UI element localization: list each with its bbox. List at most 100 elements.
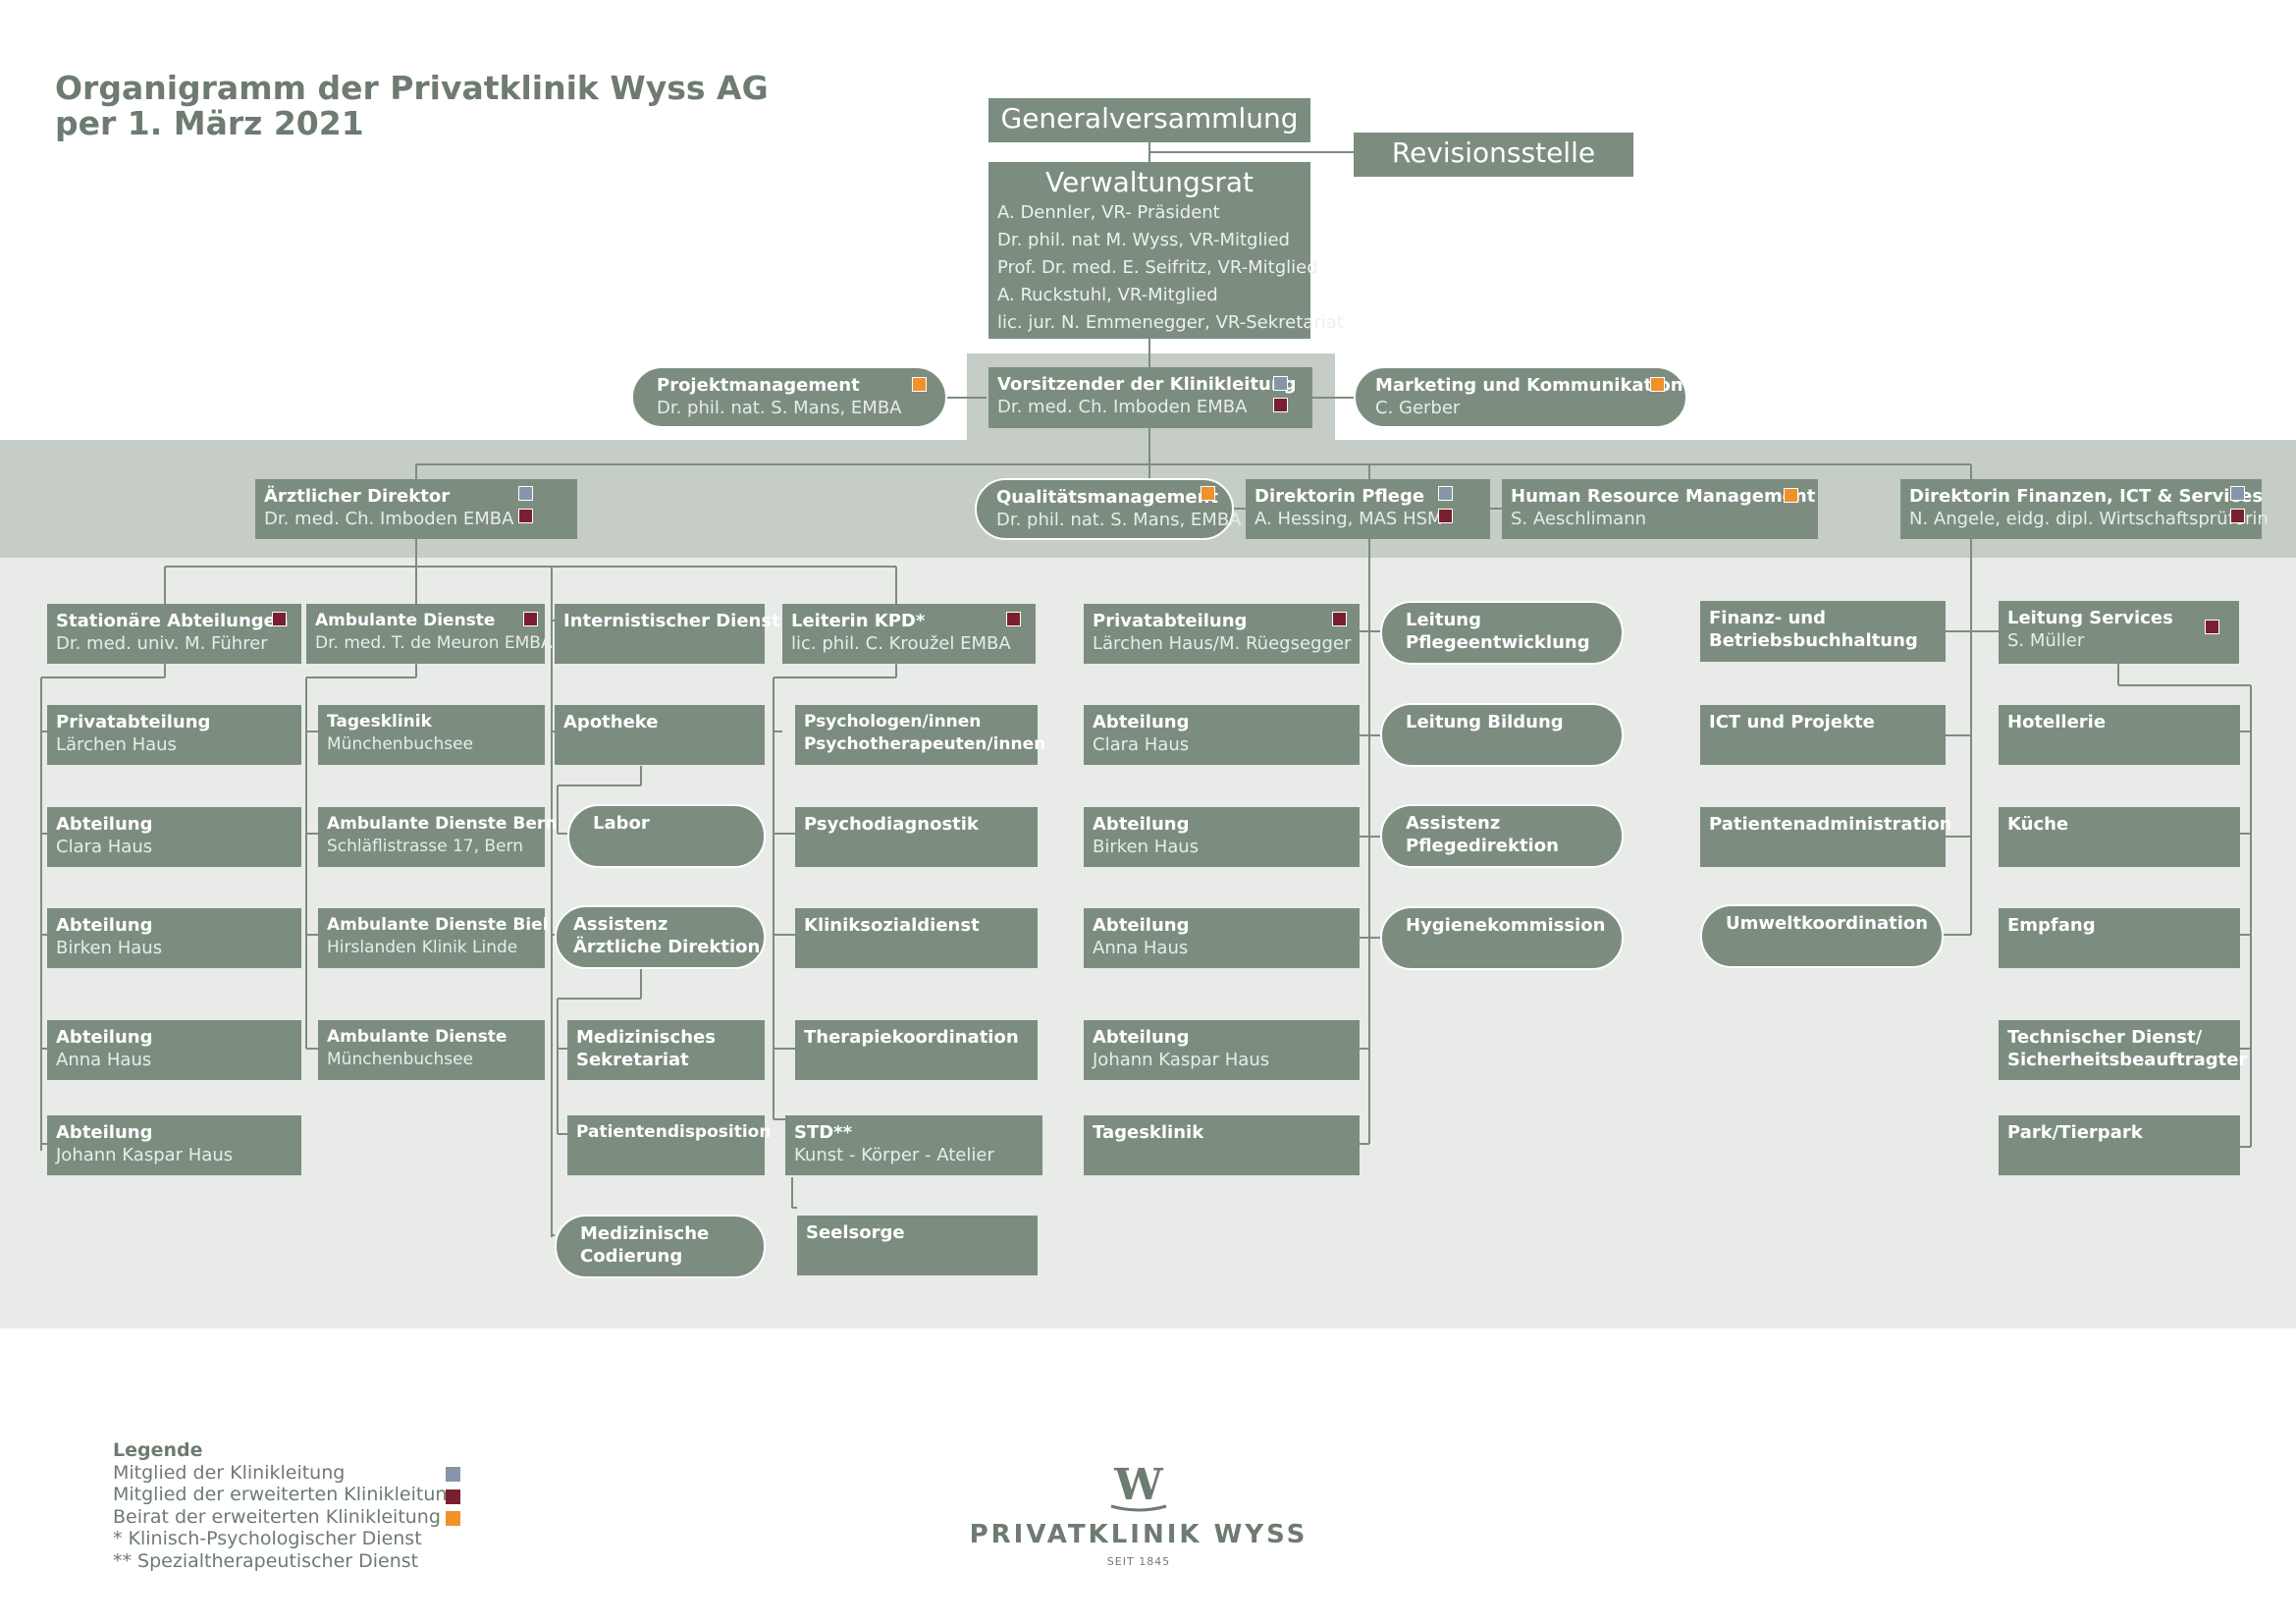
box-title: Ambulante Dienste Bern	[327, 814, 558, 834]
box-subtitle: S. Müller	[2007, 630, 2085, 651]
pflege-stab-box[interactable]: Leitung Bildung	[1380, 703, 1624, 767]
box-subtitle: Schläflistrasse 17, Bern	[327, 837, 524, 856]
psychodiagnostik-box[interactable]: Psychodiagnostik	[795, 807, 1038, 867]
human-resource-box[interactable]: Human Resource Management S. Aeschlimann	[1502, 479, 1818, 539]
stationaer-item-box[interactable]: Abteilung Clara Haus	[47, 807, 301, 867]
beirat-marker-icon	[1650, 377, 1665, 392]
pflege-item-box[interactable]: Abteilung Anna Haus	[1084, 908, 1360, 968]
stationaer-item-box[interactable]: Privatabteilung Lärchen Haus	[47, 705, 301, 765]
leiterin-kpd-box[interactable]: Leiterin KPD* lic. phil. C. Kroužel EMBA	[782, 604, 1036, 664]
services-item-box[interactable]: Hotellerie	[1999, 705, 2240, 765]
vorsitzender-box[interactable]: Vorsitzender der Klinikleitung Dr. med. …	[988, 367, 1312, 428]
ambulant-item-box[interactable]: Tagesklinik Münchenbuchsee	[318, 705, 545, 765]
box-subtitle: Anna Haus	[1093, 938, 1189, 958]
seelsorge-box[interactable]: Seelsorge	[797, 1216, 1038, 1275]
box-title: Medizinisches	[576, 1027, 716, 1048]
box-subtitle: Dr. med. univ. M. Führer	[56, 633, 268, 654]
ambulant-item-box[interactable]: Ambulante Dienste Biel Hirslanden Klinik…	[318, 908, 549, 968]
box-title: Internistischer Dienst	[563, 611, 780, 631]
pflege-item-box[interactable]: Abteilung Birken Haus	[1084, 807, 1360, 867]
patientendisposition-box[interactable]: Patientendisposition	[567, 1115, 771, 1175]
qualitaetsmanagement-box[interactable]: Qualitätsmanagement Dr. phil. nat. S. Ma…	[975, 478, 1242, 540]
legend-red-square-icon	[446, 1489, 460, 1504]
ambulante-dienste-box[interactable]: Ambulante Dienste Dr. med. T. de Meuron …	[306, 604, 553, 664]
pflege-stab-box[interactable]: Assistenz Pflegedirektion	[1380, 804, 1624, 868]
box-title: Patientenadministration	[1709, 814, 1952, 835]
pflege-stab-box[interactable]: Hygienekommission	[1380, 906, 1624, 970]
box-title-line2: Ärztliche Direktion	[573, 937, 761, 957]
erweiterte-klinikleitung-marker-icon	[523, 612, 538, 626]
marketing-box[interactable]: Marketing und Kommunikation C. Gerber	[1354, 366, 1687, 428]
logo-swoosh-icon	[1110, 1504, 1167, 1512]
apotheke-box[interactable]: Apotheke	[555, 705, 765, 765]
legend-item: ** Spezialtherapeutischer Dienst	[113, 1549, 419, 1572]
privatklinik-wyss-logo: W PRIVATKLINIK WYSS SEIT 1845	[967, 1463, 1310, 1569]
services-item-box[interactable]: Park/Tierpark	[1999, 1115, 2240, 1175]
direktorin-pflege-box[interactable]: Direktorin Pflege A. Hessing, MAS HSM	[1246, 479, 1490, 539]
legend-title: Legende	[113, 1439, 203, 1461]
pflege-item-box[interactable]: Abteilung Clara Haus	[1084, 705, 1360, 765]
erweiterte-klinikleitung-marker-icon	[2205, 620, 2219, 634]
internistischer-dienst-box[interactable]: Internistischer Dienst	[555, 604, 780, 664]
page-title: Organigramm der Privatklinik Wyss AG per…	[55, 71, 769, 141]
stationaer-item-box[interactable]: Abteilung Birken Haus	[47, 908, 301, 968]
box-title: Apotheke	[563, 712, 659, 732]
medizinisches-sekretariat-box[interactable]: Medizinisches Sekretariat	[567, 1020, 765, 1080]
box-title: Psychodiagnostik	[804, 814, 979, 835]
box-title: Vorsitzender der Klinikleitung	[997, 374, 1297, 395]
box-title: Privatabteilung	[56, 712, 211, 732]
therapiekoordination-box[interactable]: Therapiekoordination	[795, 1020, 1038, 1080]
legend-orange-square-icon	[446, 1511, 460, 1526]
box-title: Projektmanagement	[657, 375, 860, 396]
umweltkoordination-box[interactable]: Umweltkoordination	[1700, 904, 1944, 968]
finanzen-item-box[interactable]: Finanz- und Betriebsbuchhaltung	[1700, 601, 1946, 662]
box-title: Leiterin KPD*	[791, 611, 926, 631]
box-subtitle: Clara Haus	[56, 837, 153, 857]
verwaltungsrat-box[interactable]: Verwaltungsrat A. Dennler, VR- Präsident…	[988, 162, 1344, 339]
direktorin-finanzen-box[interactable]: Direktorin Finanzen, ICT & Services N. A…	[1900, 479, 2269, 539]
kliniksozialdienst-box[interactable]: Kliniksozialdienst	[795, 908, 1038, 968]
finanzen-item-box[interactable]: ICT und Projekte	[1700, 705, 1946, 765]
box-title: Ambulante Dienste	[327, 1027, 507, 1047]
box-title: Finanz- und	[1709, 608, 1826, 628]
pflege-stab-box[interactable]: Leitung Pflegeentwicklung	[1380, 601, 1624, 665]
box-title: Labor	[593, 813, 650, 834]
finanzen-item-box[interactable]: Patientenadministration	[1700, 807, 1952, 867]
legend-item: Mitglied der erweiterten Klinikleitung	[113, 1484, 459, 1505]
box-title: Direktorin Finanzen, ICT & Services	[1909, 486, 2264, 507]
medizinische-codierung-box[interactable]: Medizinische Codierung	[555, 1215, 766, 1278]
psychologen-box[interactable]: Psychologen/innen Psychotherapeuten/inne…	[795, 705, 1045, 765]
verwaltungsrat-title: Verwaltungsrat	[1044, 166, 1255, 198]
pflege-item-box[interactable]: Abteilung Johann Kaspar Haus	[1084, 1020, 1360, 1080]
labor-box[interactable]: Labor	[567, 804, 766, 868]
stationaer-item-box[interactable]: Abteilung Anna Haus	[47, 1020, 301, 1080]
logo-since: SEIT 1845	[1106, 1555, 1171, 1568]
box-title: Abteilung	[1093, 915, 1190, 936]
legend-item: Mitglied der Klinikleitung	[113, 1461, 346, 1484]
leitung-services-box[interactable]: Leitung Services S. Müller	[1999, 601, 2239, 664]
stationaer-item-box[interactable]: Abteilung Johann Kaspar Haus	[47, 1115, 301, 1175]
title-line-2: per 1. März 2021	[55, 104, 364, 142]
services-item-box[interactable]: Technischer Dienst/ Sicherheitsbeauftrag…	[1999, 1020, 2247, 1080]
pflege-item-box[interactable]: Privatabteilung Lärchen Haus/M. Rüegsegg…	[1084, 604, 1360, 664]
box-title: Tagesklinik	[327, 712, 432, 731]
box-title: Psychologen/innen	[804, 712, 982, 731]
assistenz-aerztliche-direktion-box[interactable]: Assistenz Ärztliche Direktion	[555, 905, 766, 969]
box-title: Leitung	[1406, 610, 1481, 630]
box-subtitle: Birken Haus	[56, 938, 163, 958]
generalversammlung-box[interactable]: Generalversammlung	[988, 98, 1310, 142]
ambulant-item-box[interactable]: Ambulante Dienste Bern Schläflistrasse 1…	[318, 807, 558, 867]
tagesklinik-pflege-box[interactable]: Tagesklinik	[1084, 1115, 1360, 1175]
std-box[interactable]: STD** Kunst - Körper - Atelier	[785, 1115, 1042, 1175]
services-item-box[interactable]: Empfang	[1999, 908, 2240, 968]
box-title: Marketing und Kommunikation	[1375, 375, 1683, 396]
box-subtitle: N. Angele, eidg. dipl. Wirtschaftsprüfer…	[1909, 509, 2269, 529]
box-title: Direktorin Pflege	[1255, 486, 1425, 507]
stationaere-abteilungen-box[interactable]: Stationäre Abteilungen Dr. med. univ. M.…	[47, 604, 301, 664]
ambulant-item-box[interactable]: Ambulante Dienste Münchenbuchsee	[318, 1020, 545, 1080]
box-title: Leitung Services	[2007, 608, 2173, 628]
services-item-box[interactable]: Küche	[1999, 807, 2240, 867]
box-title: Seelsorge	[806, 1222, 905, 1243]
revisionsstelle-box[interactable]: Revisionsstelle	[1354, 133, 1633, 177]
projektmanagement-box[interactable]: Projektmanagement Dr. phil. nat. S. Mans…	[631, 366, 947, 428]
